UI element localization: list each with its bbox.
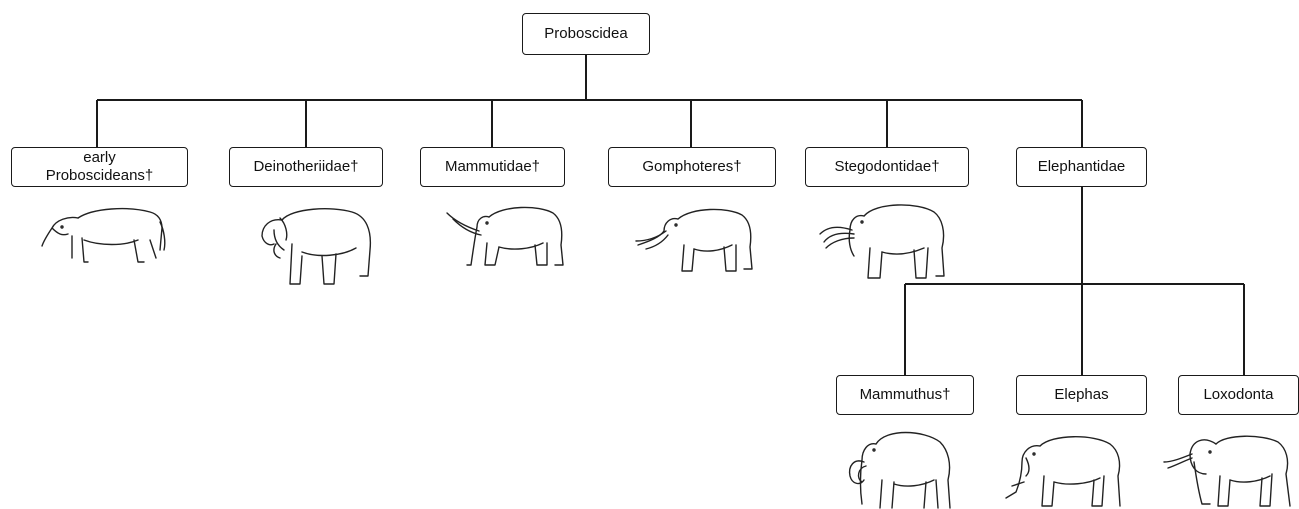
mammoth-icon — [840, 428, 960, 509]
node-stegodontidae: Stegodontidae† — [805, 147, 969, 187]
node-label: Loxodonta — [1203, 386, 1273, 404]
node-proboscidea: Proboscidea — [522, 13, 650, 55]
node-elephantidae: Elephantidae — [1016, 147, 1147, 187]
stegodon-icon — [818, 200, 953, 282]
node-loxodonta: Loxodonta — [1178, 375, 1299, 415]
node-label: Mammuthus† — [860, 386, 951, 404]
node-label-line2: Proboscideans† — [46, 167, 154, 185]
mastodon-icon — [443, 203, 568, 271]
node-label: Stegodontidae† — [834, 158, 939, 176]
node-label: Elephantidae — [1038, 158, 1126, 176]
node-label: Elephas — [1054, 386, 1108, 404]
deinotherium-icon — [252, 200, 382, 290]
node-label: Deinotheriidae† — [253, 158, 358, 176]
african-elephant-icon — [1162, 432, 1297, 509]
node-label: Proboscidea — [544, 25, 627, 43]
node-mammuthus: Mammuthus† — [836, 375, 974, 415]
node-label: Gomphoteres† — [642, 158, 741, 176]
early-proboscidean-icon — [38, 200, 168, 270]
node-early-proboscideans: early Proboscideans† — [11, 147, 188, 187]
node-mammutidae: Mammutidae† — [420, 147, 565, 187]
node-elephas: Elephas — [1016, 375, 1147, 415]
node-label-line1: early — [83, 149, 116, 167]
asian-elephant-icon — [1004, 432, 1129, 509]
node-gomphoteres: Gomphoteres† — [608, 147, 776, 187]
node-label: Mammutidae† — [445, 158, 540, 176]
node-deinotheriidae: Deinotheriidae† — [229, 147, 383, 187]
gomphothere-icon — [634, 205, 759, 275]
